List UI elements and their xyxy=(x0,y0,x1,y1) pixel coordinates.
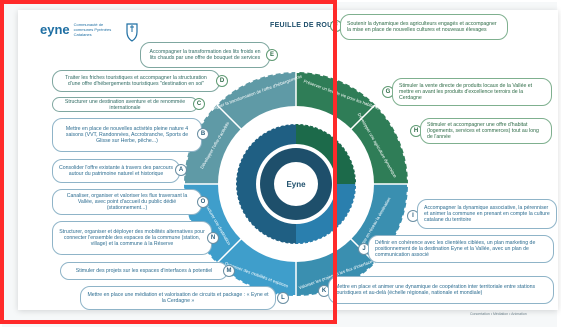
action-box-e: Accompagner la transformation des lits f… xyxy=(140,42,270,68)
strategy-wheel: Eyne Accompagner la transformation de l'… xyxy=(183,71,409,297)
action-text-m: Stimuler des projets sur les espaces d'i… xyxy=(75,268,213,274)
action-text-b: Mettre en place de nouvelles activités p… xyxy=(65,126,189,144)
badge-d: D xyxy=(216,75,228,87)
page-title: FEUILLE DE ROUTE xyxy=(270,22,343,29)
logo-word: eyne xyxy=(40,22,70,37)
action-text-f: Soutenir la dynamique des agriculteurs e… xyxy=(347,21,497,33)
crest-icon xyxy=(126,23,138,42)
action-box-d: Traiter les friches touristiques et acco… xyxy=(52,70,220,92)
badge-n: N xyxy=(207,232,219,244)
action-box-b: Mettre en place de nouvelles activités p… xyxy=(52,118,202,152)
badge-a: A xyxy=(175,164,187,176)
badge-b: B xyxy=(197,128,209,140)
action-box-m: Stimuler des projets sur les espaces d'i… xyxy=(60,262,228,280)
badge-e: E xyxy=(266,49,278,61)
action-text-a: Consolider l'offre existante à travers d… xyxy=(59,165,173,177)
action-text-h: Stimuler et accompagner une offre d'habi… xyxy=(427,122,539,140)
action-text-l: Mettre en place une médiation et valoris… xyxy=(87,292,269,304)
action-text-d: Traiter les friches touristiques et acco… xyxy=(65,75,207,87)
eyne-logo: eyne Communauté de communes Pyrénées Cat… xyxy=(40,22,118,37)
action-box-c: Structurer une destination aventure et d… xyxy=(52,97,198,112)
action-box-n: Structurer, organiser et déployer des mo… xyxy=(52,221,212,255)
action-text-i: Accompagner la dynamique associative, la… xyxy=(424,205,550,223)
footer-note: Concertation • Médiation • Animation xyxy=(470,312,527,316)
action-box-a: Consolider l'offre existante à travers d… xyxy=(52,159,180,183)
action-text-n: Structurer, organiser et déployer des mo… xyxy=(59,229,205,247)
action-text-c: Structurer une destination aventure et d… xyxy=(64,98,186,111)
action-box-j: Définir en cohérence avec les clientèles… xyxy=(368,235,554,263)
action-text-j: Définir en cohérence avec les clientèles… xyxy=(375,240,536,258)
badge-c: C xyxy=(193,98,205,110)
action-box-k: Mettre en place et animer une dynamique … xyxy=(328,276,554,304)
action-box-h: Stimuler et accompagner une offre d'habi… xyxy=(420,118,552,144)
logo-tagline: Communauté de communes Pyrénées Catalane… xyxy=(73,22,112,37)
badge-m: M xyxy=(223,265,235,277)
action-text-k: Mettre en place et animer une dynamique … xyxy=(335,284,536,296)
action-text-o: Canaliser, organiser et valoriser les fl… xyxy=(66,193,188,211)
action-box-i: Accompagner la dynamique associative, la… xyxy=(417,199,557,229)
badge-o: O xyxy=(197,196,209,208)
action-text-e: Accompagner la transformation des lits f… xyxy=(149,49,261,61)
action-box-f: Soutenir la dynamique des agriculteurs e… xyxy=(340,14,508,40)
action-box-l: Mettre en place une médiation et valoris… xyxy=(80,286,276,310)
action-box-o: Canaliser, organiser et valoriser les fl… xyxy=(52,189,202,215)
action-text-g: Stimuler la vente directe de produits lo… xyxy=(399,83,533,101)
wheel-center-label: Eyne xyxy=(286,180,306,189)
badge-l: L xyxy=(277,292,289,304)
action-box-g: Stimuler la vente directe de produits lo… xyxy=(392,78,552,106)
